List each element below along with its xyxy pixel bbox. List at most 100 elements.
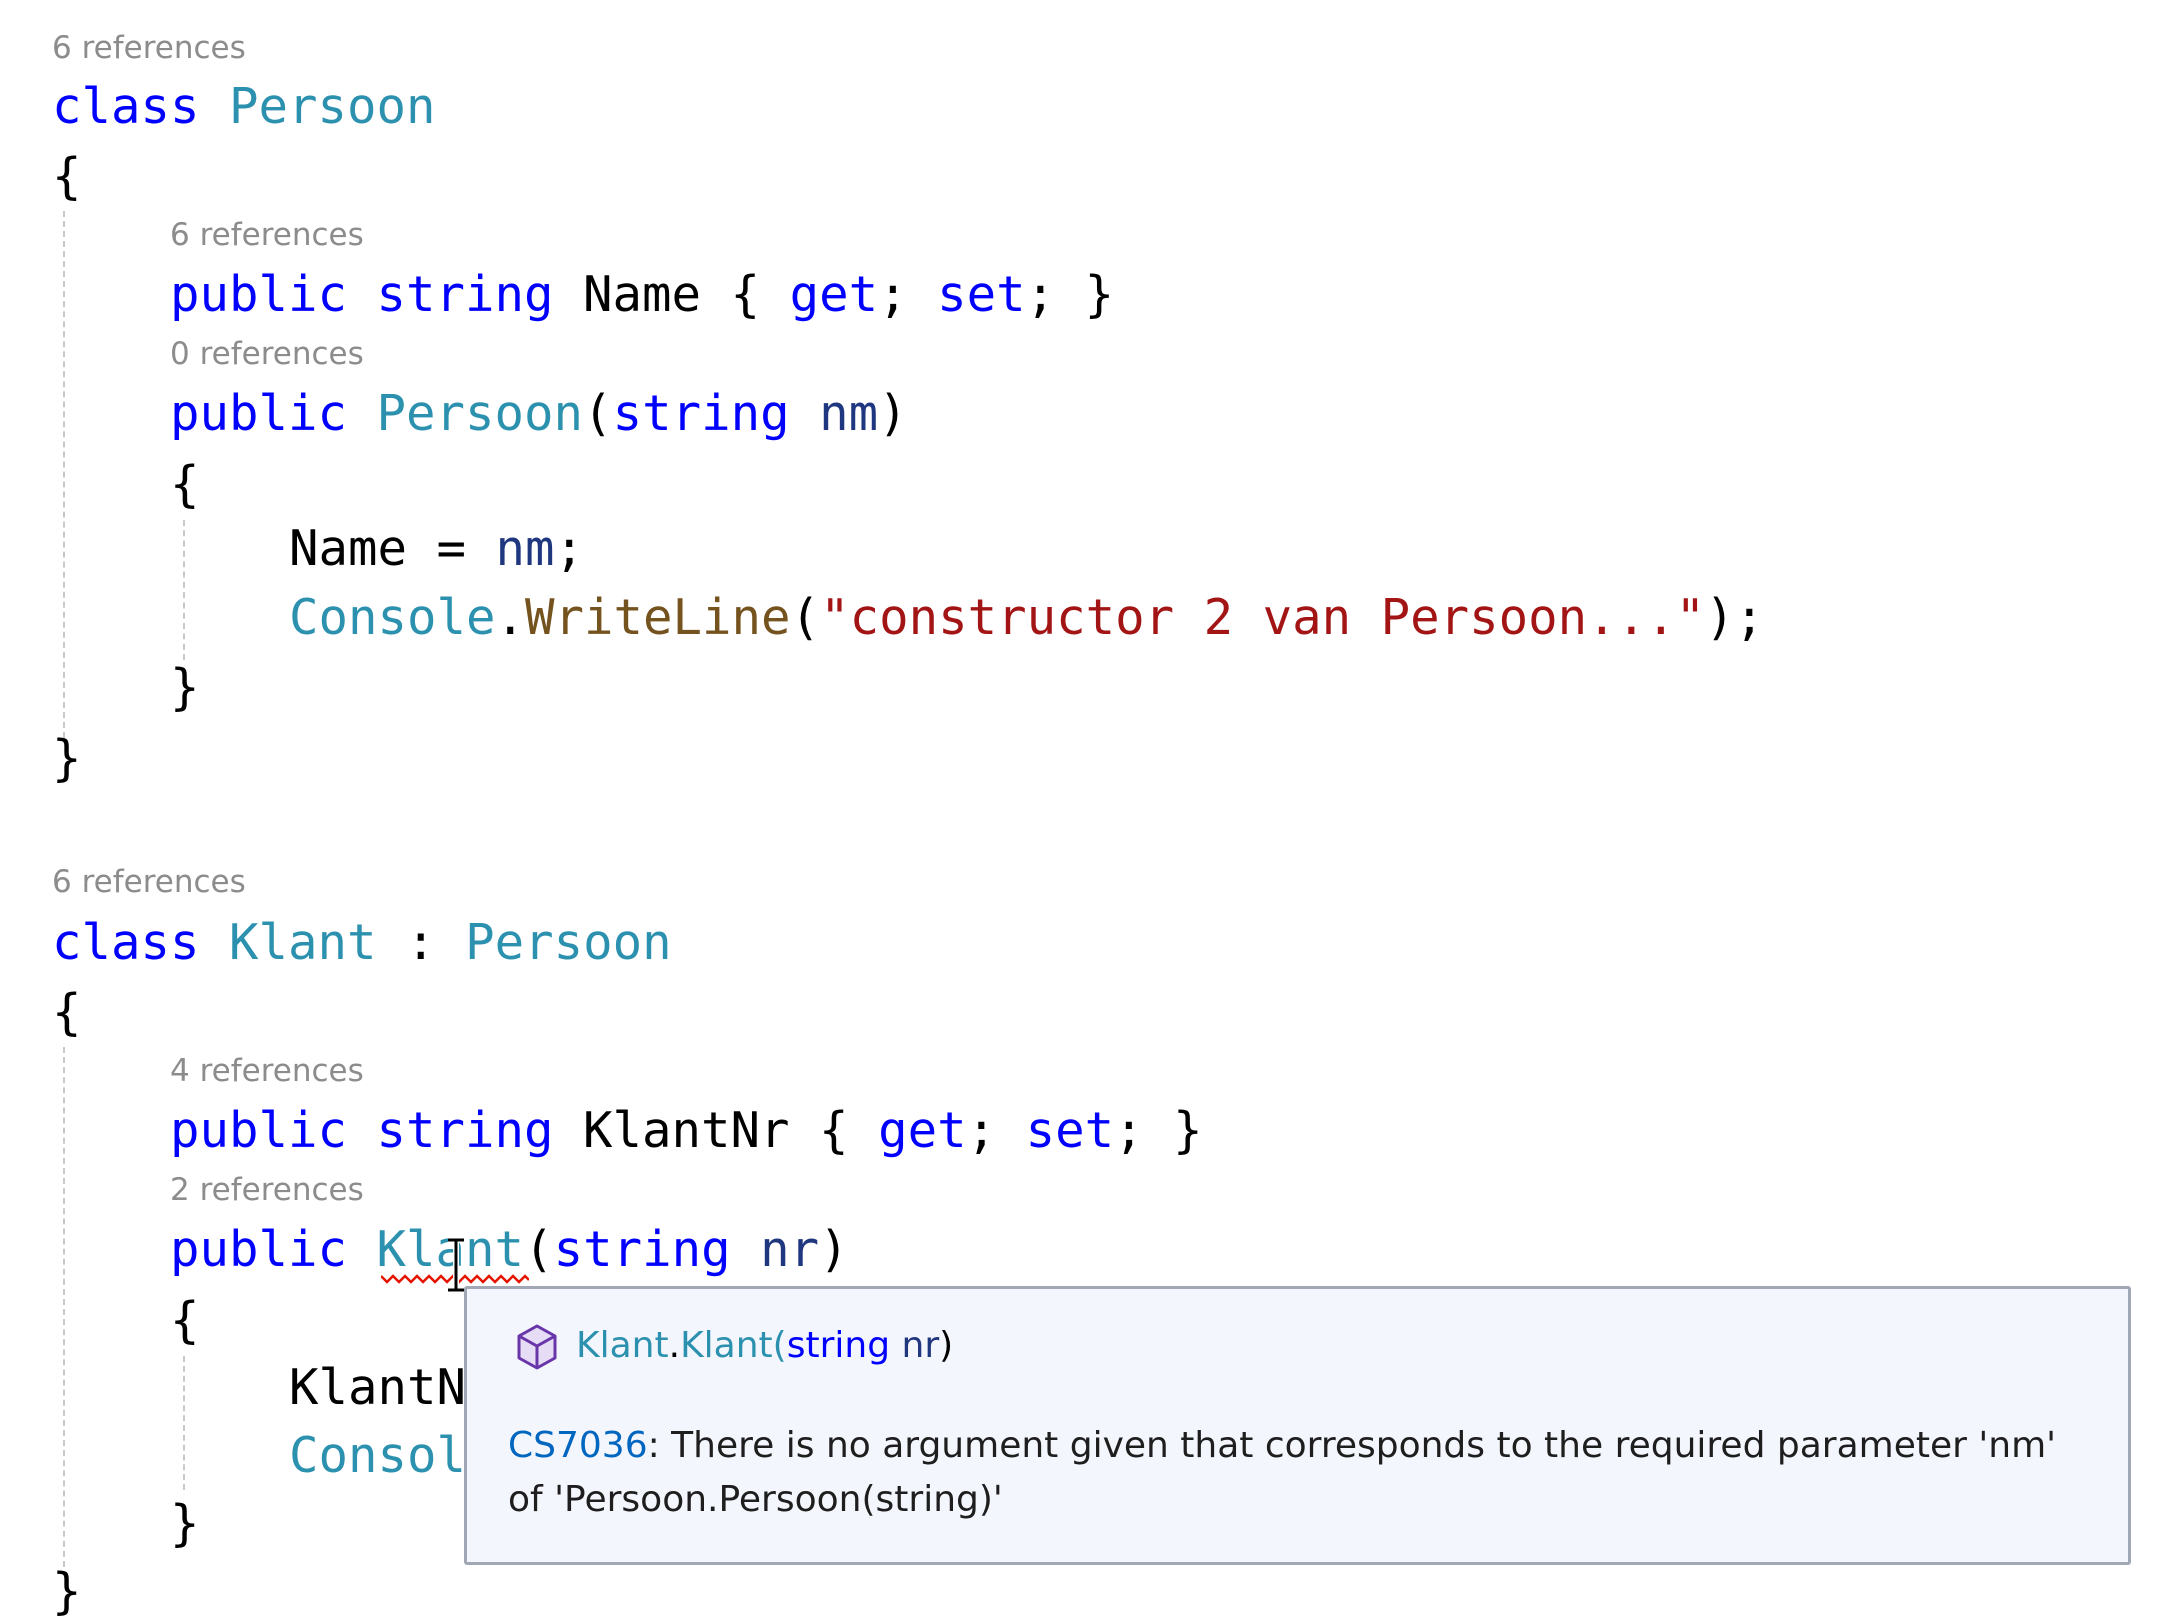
quick-info-tooltip: Klant.Klant(string nr) CS7036: There is …	[464, 1286, 2131, 1565]
code-token: Persoon	[465, 914, 672, 971]
code-line[interactable]: {	[170, 1291, 200, 1351]
code-token: )	[878, 385, 908, 442]
code-token: "constructor 2 van Persoon..."	[820, 589, 1706, 646]
code-token: get	[789, 266, 879, 323]
code-token: WriteLine	[525, 589, 791, 646]
codelens-references[interactable]: 2 references	[170, 1172, 364, 1208]
code-token: KlantN	[289, 1359, 467, 1416]
code-token: Name {	[553, 266, 790, 323]
code-token: string	[376, 266, 554, 323]
code-token	[790, 385, 820, 442]
code-line[interactable]: public string Name { get; set; }	[170, 265, 1114, 325]
code-token: ;	[554, 520, 585, 577]
code-token	[347, 266, 377, 323]
code-line[interactable]: Consol	[289, 1426, 466, 1486]
code-token: ; }	[1114, 1102, 1203, 1159]
code-line[interactable]: }	[52, 1562, 82, 1622]
code-token: {	[52, 148, 82, 205]
code-line[interactable]: public Persoon(string nm)	[170, 384, 908, 444]
code-token: {	[170, 456, 200, 513]
code-token	[347, 385, 377, 442]
code-token: Name =	[289, 520, 496, 577]
code-token: );	[1705, 589, 1765, 646]
code-token: ;	[878, 266, 938, 323]
code-token: ; }	[1025, 266, 1115, 323]
codelens-references[interactable]: 4 references	[170, 1053, 364, 1089]
code-token: public	[170, 385, 348, 442]
code-token	[731, 1221, 761, 1278]
codelens-references[interactable]: 6 references	[52, 30, 246, 66]
code-token: KlantNr {	[553, 1102, 879, 1159]
indent-guide	[63, 211, 65, 738]
code-token	[347, 1102, 377, 1159]
indent-guide	[63, 1047, 65, 1567]
sig-method: Klant	[680, 1325, 773, 1366]
code-line[interactable]: }	[52, 729, 82, 789]
code-token: string	[612, 385, 790, 442]
code-token: set	[1025, 1102, 1115, 1159]
code-token: Klant	[376, 1221, 525, 1278]
code-token: .	[495, 589, 526, 646]
code-line[interactable]: class Persoon	[52, 77, 436, 137]
code-line[interactable]: public string KlantNr { get; set; }	[170, 1101, 1203, 1161]
code-token: :	[376, 914, 466, 971]
text-cursor-icon	[448, 1238, 464, 1292]
sig-type: string	[786, 1325, 891, 1366]
code-token: class	[52, 914, 200, 971]
code-token: (	[583, 385, 613, 442]
method-cube-icon	[517, 1324, 557, 1370]
code-token: Klant	[229, 914, 377, 971]
code-token: (	[524, 1221, 554, 1278]
indent-guide	[183, 1356, 185, 1490]
code-line[interactable]: }	[170, 658, 200, 718]
indent-guide	[183, 520, 185, 660]
code-line[interactable]: {	[52, 147, 82, 207]
code-token: string	[376, 1102, 554, 1159]
code-token: get	[878, 1102, 967, 1159]
sig-close: )	[939, 1325, 954, 1366]
code-token	[200, 78, 230, 135]
code-line[interactable]: class Klant : Persoon	[52, 913, 672, 973]
code-token: public	[170, 1221, 348, 1278]
code-token: public	[170, 1102, 348, 1159]
code-line[interactable]: Name = nm;	[289, 519, 584, 579]
code-token: {	[170, 1292, 200, 1349]
code-token: }	[170, 1495, 200, 1552]
tooltip-error: CS7036: There is no argument given that …	[508, 1419, 2098, 1527]
code-token: (	[790, 589, 821, 646]
tooltip-signature: Klant.Klant(string nr)	[576, 1325, 953, 1366]
code-token: }	[52, 1563, 82, 1620]
code-token: }	[170, 659, 200, 716]
code-token: }	[52, 730, 82, 787]
code-token: Persoon	[376, 385, 584, 442]
code-token: string	[553, 1221, 731, 1278]
code-token: public	[170, 266, 348, 323]
code-line[interactable]: }	[170, 1494, 200, 1554]
code-token: Console	[289, 589, 496, 646]
sig-open: (	[772, 1325, 787, 1366]
code-line[interactable]: KlantN	[289, 1358, 466, 1418]
sig-class: Klant	[576, 1325, 669, 1366]
code-token: nm	[819, 385, 879, 442]
sig-param: nr	[890, 1325, 940, 1366]
code-line[interactable]: public Klant(string nr)	[170, 1220, 849, 1280]
code-token: Persoon	[229, 78, 436, 135]
code-token: nm	[495, 520, 555, 577]
code-token: nr	[760, 1221, 820, 1278]
codelens-references[interactable]: 6 references	[52, 864, 246, 900]
code-token: Consol	[289, 1427, 467, 1484]
code-line[interactable]: {	[52, 983, 82, 1043]
code-token: class	[52, 78, 200, 135]
code-token: ;	[966, 1102, 1026, 1159]
code-line[interactable]: {	[170, 455, 200, 515]
error-code-link[interactable]: CS7036	[508, 1425, 648, 1466]
code-token: {	[52, 984, 82, 1041]
codelens-references[interactable]: 6 references	[170, 217, 364, 253]
code-token: set	[937, 266, 1026, 323]
code-token	[347, 1221, 377, 1278]
code-token	[200, 914, 230, 971]
code-line[interactable]: Console.WriteLine("constructor 2 van Per…	[289, 588, 1764, 648]
code-token: )	[819, 1221, 849, 1278]
codelens-references[interactable]: 0 references	[170, 336, 364, 372]
error-message: : There is no argument given that corres…	[508, 1425, 2057, 1520]
